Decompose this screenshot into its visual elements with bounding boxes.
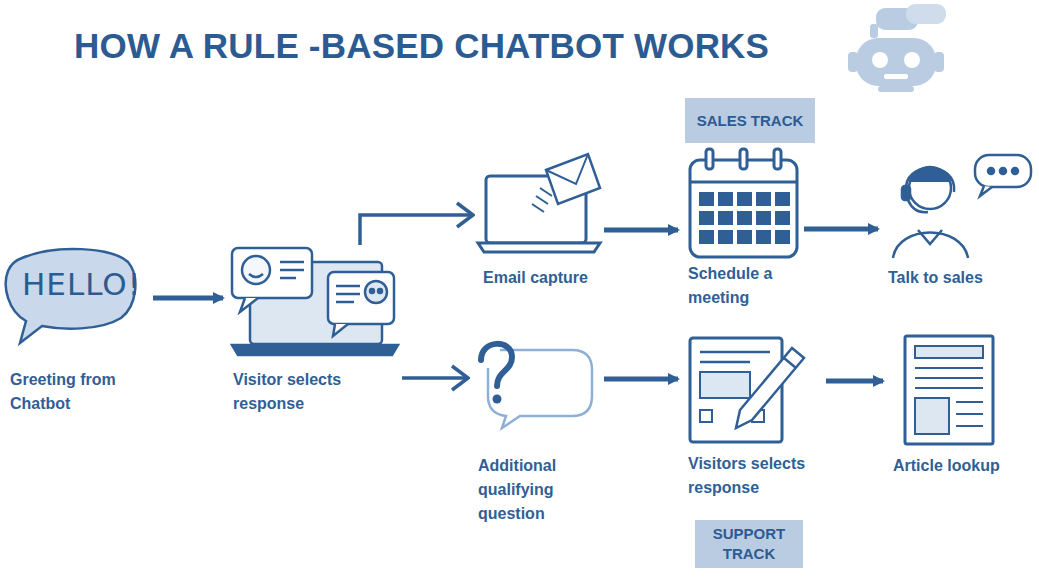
chat-laptop-icon: [232, 248, 398, 355]
chat-laptop-icon-part: [328, 272, 394, 324]
greeting-lettering: HELLO!: [22, 266, 141, 302]
track-label: SALES TRACK: [697, 111, 804, 131]
track-label-box: SALES TRACK: [685, 98, 815, 143]
sales-agent-icon-part: [918, 230, 942, 244]
step-node: Additional qualifying question: [470, 340, 600, 528]
chat-laptop-icon-part: [232, 248, 312, 298]
chat-laptop-icon-part: [370, 289, 374, 293]
robot-icon-part: [884, 74, 908, 79]
sales-agent-icon-part: [980, 186, 992, 196]
track-label-box: SUPPORT TRACK: [695, 520, 803, 568]
chat-laptop-icon-part: [378, 289, 382, 293]
chat-laptop-icon-part: [232, 345, 398, 355]
flow-arrow: [360, 215, 473, 245]
question-bubble-icon: [481, 344, 592, 428]
robot-icon-part: [856, 38, 936, 86]
sales-agent-icon-part: [906, 168, 954, 192]
flow-arrow: [153, 296, 223, 301]
form-pencil-icon-part: [700, 352, 770, 362]
step-node: Visitor selects response: [225, 245, 398, 418]
email-laptop-icon: [478, 154, 600, 252]
article-icon-part: [915, 398, 949, 434]
robot-icon-part: [934, 52, 944, 72]
sales-agent-icon-part: [908, 200, 928, 212]
step-node: HELLO! Greeting from Chatbot: [2, 248, 149, 418]
robot-icon-part: [872, 52, 888, 68]
step-caption: Visitor selects response: [233, 368, 363, 416]
question-bubble-icon-part: [493, 395, 502, 404]
step-caption: Additional qualifying question: [478, 454, 588, 526]
calendar-icon-part: [690, 181, 797, 184]
article-icon: [905, 336, 993, 444]
question-bubble-icon-part: [481, 344, 512, 386]
chat-laptop-icon-part: [336, 286, 360, 302]
sales-agent-icon: [893, 155, 1031, 258]
form-pencil-icon-part: [700, 372, 750, 398]
question-bubble-icon-part: [488, 350, 592, 428]
flow-arrow: [804, 227, 878, 232]
article-icon-part: [915, 346, 983, 358]
chat-laptop-icon-part: [280, 262, 304, 278]
form-pencil-icon: [690, 338, 804, 442]
flow-arrow: [604, 377, 678, 382]
robot-icon-part: [870, 24, 878, 38]
step-caption: Greeting from Chatbot: [10, 368, 135, 416]
title: HOW A RULE -BASED CHATBOT WORKS: [74, 26, 769, 66]
form-pencil-icon-part: [700, 410, 712, 422]
email-laptop-icon-part: [546, 154, 600, 204]
sales-agent-icon-part: [1012, 168, 1018, 174]
form-pencil-icon-part: [736, 348, 804, 428]
chat-laptop-icon-part: [240, 298, 258, 312]
calendar-icon-part: [774, 149, 781, 169]
calendar-icon: [690, 149, 797, 257]
step-node: Schedule a meeting: [680, 150, 800, 312]
robot-icon-part: [878, 86, 914, 92]
sales-agent-icon-part: [902, 186, 910, 200]
step-node: Talk to sales: [880, 150, 1035, 292]
email-laptop-icon-part: [546, 154, 588, 184]
step-node: Email capture: [475, 150, 600, 292]
step-caption: Talk to sales: [888, 266, 983, 290]
flow-arrow: [826, 379, 883, 384]
robot-icon-part: [848, 52, 858, 72]
calendar-icon-part: [690, 160, 797, 257]
chat-laptop-icon-part: [242, 256, 270, 284]
step-caption: Article lookup: [893, 454, 1000, 478]
sales-agent-icon-part: [988, 168, 994, 174]
flow-arrow: [402, 376, 468, 380]
calendar-icon-part: [706, 149, 713, 169]
step-node: Visitors selects response: [680, 333, 822, 502]
chat-laptop-icon-part: [249, 274, 263, 277]
track-label: SUPPORT TRACK: [701, 524, 797, 564]
sales-agent-icon-part: [975, 155, 1031, 187]
step-caption: Visitors selects response: [688, 452, 816, 500]
form-pencil-icon-part: [784, 358, 796, 368]
article-icon-part: [956, 402, 983, 426]
calendar-icon-part: [699, 192, 790, 244]
article-icon-part: [905, 336, 993, 444]
sales-agent-icon-part: [1000, 168, 1006, 174]
article-icon-part: [915, 368, 983, 388]
step-caption: Email capture: [483, 266, 588, 290]
email-laptop-icon-part: [532, 188, 552, 212]
robot-icon-part: [906, 4, 946, 24]
robot-icon-part: [904, 52, 920, 68]
flow-arrow: [604, 228, 678, 233]
step-node: Article lookup: [885, 333, 1025, 480]
calendar-icon-part: [740, 149, 747, 169]
chat-laptop-icon-part: [365, 281, 387, 303]
chat-laptop-icon-part: [333, 324, 348, 336]
step-caption: Schedule a meeting: [688, 262, 794, 310]
email-laptop-icon-part: [478, 243, 600, 252]
robot-icon: [848, 4, 946, 92]
